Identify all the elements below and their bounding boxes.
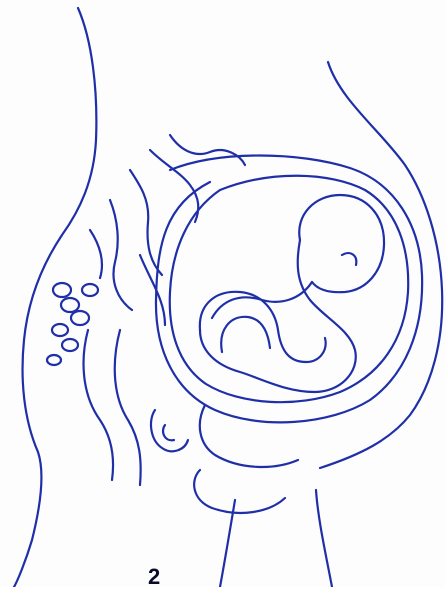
fetus-ear (342, 253, 356, 265)
intestine (90, 230, 102, 278)
figure-number: 2 (148, 566, 160, 588)
fetus-leg-inner (221, 317, 270, 352)
vertebra (53, 283, 71, 297)
vertebra (47, 355, 61, 365)
vertebra (61, 298, 79, 312)
belly-outline (320, 62, 442, 468)
intestine (130, 170, 162, 275)
rectum (115, 330, 141, 485)
sacrum (84, 330, 114, 480)
intestine (140, 255, 165, 325)
fetus-back (200, 240, 356, 392)
vertebra (71, 311, 89, 325)
vertebra (62, 339, 78, 351)
intestine (110, 200, 132, 310)
vertebra (82, 284, 98, 296)
cervix-inner (163, 425, 174, 440)
vertebra (52, 324, 68, 336)
thigh-line (316, 490, 332, 587)
back-outline (14, 8, 96, 587)
lower-uterus (200, 405, 298, 467)
cervix (151, 410, 188, 451)
intestine (150, 150, 198, 222)
bladder (194, 470, 285, 513)
fetus-head (299, 195, 384, 292)
